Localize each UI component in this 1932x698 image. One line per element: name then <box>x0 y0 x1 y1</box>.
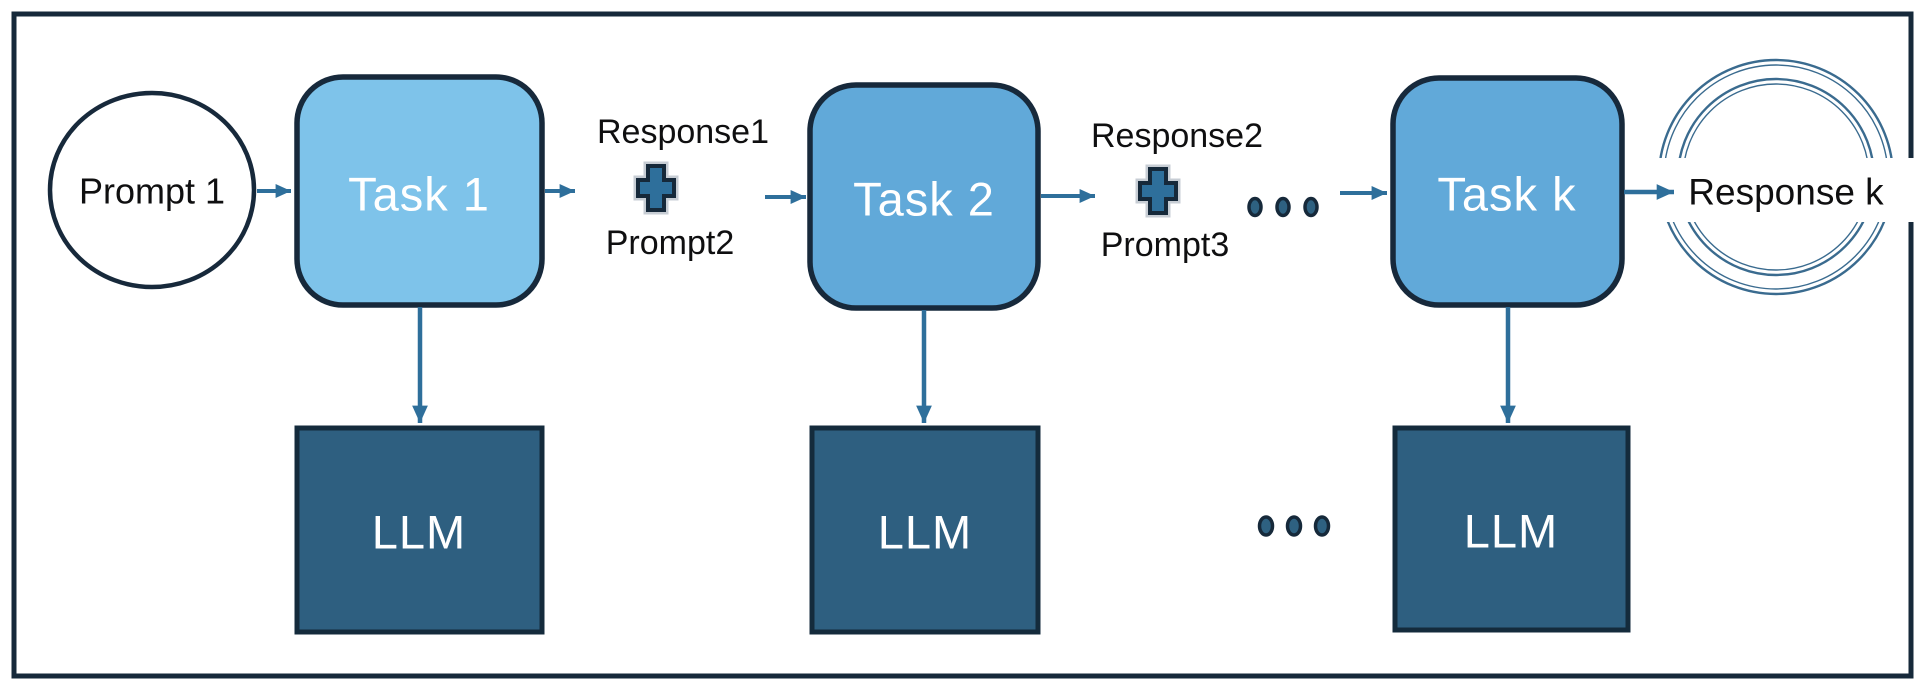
llm2-label: LLM <box>878 506 972 559</box>
task2-label: Task 2 <box>853 173 995 226</box>
prompt3-label: Prompt3 <box>1101 226 1230 264</box>
llm-k-label: LLM <box>1464 505 1558 558</box>
task1-node <box>294 74 545 308</box>
response-k-label: Response k <box>1688 172 1884 213</box>
ellipsis-icon <box>1247 196 1319 218</box>
response-k-ring-icon <box>1652 58 1915 296</box>
llm-k-node <box>1392 425 1631 633</box>
response2-label: Response2 <box>1091 117 1263 155</box>
task2-node <box>807 82 1041 311</box>
prompt1-node <box>47 90 257 290</box>
llm1-label: LLM <box>372 506 466 559</box>
plus-icon <box>1135 164 1181 218</box>
prompt1-label: Prompt 1 <box>79 171 225 212</box>
response1-label: Response1 <box>597 113 769 151</box>
task1-label: Task 1 <box>348 168 490 221</box>
plus-icon <box>633 161 679 215</box>
ellipsis-icon <box>1257 515 1331 537</box>
task-k-label: Task k <box>1437 168 1576 221</box>
prompt2-label: Prompt2 <box>606 224 735 262</box>
llm2-node <box>809 425 1041 635</box>
llm1-node <box>294 425 545 635</box>
task-k-node <box>1390 75 1625 308</box>
outer-frame <box>11 11 1914 679</box>
